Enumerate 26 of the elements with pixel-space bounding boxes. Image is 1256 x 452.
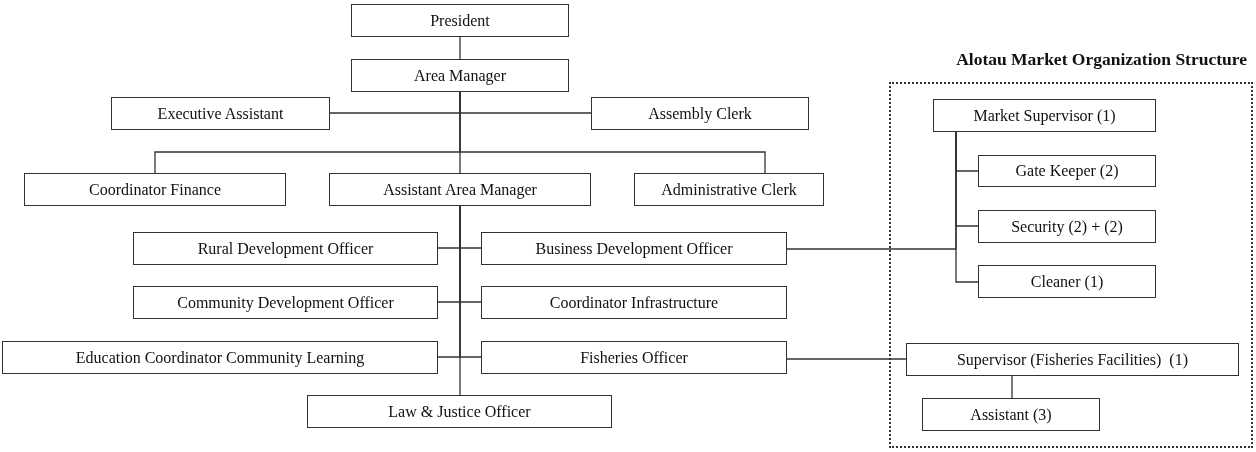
position-box: Education Coordinator Community Learning (2, 341, 438, 374)
position-box: Area Manager (351, 59, 569, 92)
position-box: Law & Justice Officer (307, 395, 612, 428)
position-box: Administrative Clerk (634, 173, 824, 206)
connector-line (459, 205, 461, 396)
connector-line (786, 358, 907, 360)
position-box: Market Supervisor (1) (933, 99, 1156, 132)
position-box: Cleaner (1) (978, 265, 1156, 298)
position-box: Security (2) + (2) (978, 210, 1156, 243)
position-box: Assistant (3) (922, 398, 1100, 431)
connector-line (1011, 375, 1013, 399)
position-box: Executive Assistant (111, 97, 330, 130)
position-box: Assistant Area Manager (329, 173, 591, 206)
position-box: Community Development Officer (133, 286, 438, 319)
position-box: Business Development Officer (481, 232, 787, 265)
group-title: Alotau Market Organization Structure (956, 49, 1247, 70)
position-box: Coordinator Infrastructure (481, 286, 787, 319)
position-box: Supervisor (Fisheries Facilities) (1) (906, 343, 1239, 376)
connector-line (955, 131, 979, 283)
position-box: Gate Keeper (2) (978, 155, 1156, 187)
position-box: Assembly Clerk (591, 97, 809, 130)
position-box: Rural Development Officer (133, 232, 438, 265)
position-box: President (351, 4, 569, 37)
connector-line (459, 36, 461, 60)
position-box: Fisheries Officer (481, 341, 787, 374)
position-box: Coordinator Finance (24, 173, 286, 206)
